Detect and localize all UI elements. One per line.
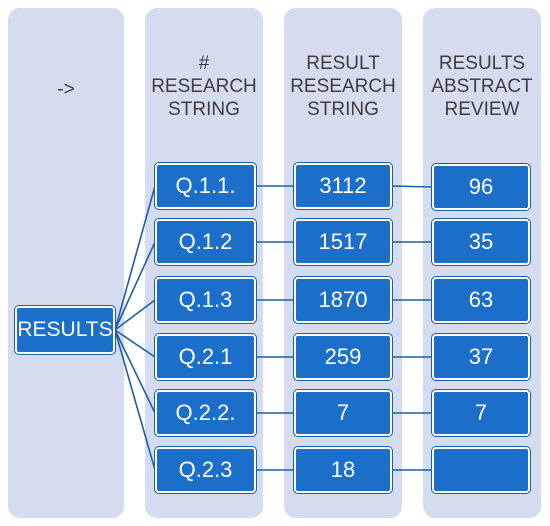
connector-r1-review <box>391 185 433 188</box>
connector-root-q23 <box>114 329 156 471</box>
result-research-string-node: 18 <box>294 447 392 493</box>
results-root-node: RESULTS <box>15 306 115 354</box>
query-node-q22: Q.2.2. <box>155 390 256 436</box>
connector-root-q12 <box>114 241 156 331</box>
connector-root-q22 <box>114 329 156 414</box>
column-results: -> <box>8 8 124 518</box>
abstract-review-node-empty <box>432 447 530 493</box>
abstract-review-node: 96 <box>432 164 530 210</box>
abstract-review-node: 37 <box>432 334 530 380</box>
column-header-results-abstract-review: RESULTS ABSTRACT REVIEW <box>431 53 533 120</box>
query-node-q23: Q.2.3 <box>155 447 256 493</box>
query-node-q12: Q.1.2 <box>155 219 256 265</box>
result-research-string-node: 1517 <box>294 219 392 265</box>
result-research-string-node: 3112 <box>294 163 392 209</box>
query-node-q11: Q.1.1. <box>155 163 256 209</box>
connector-root-q11 <box>114 185 156 331</box>
column-header-result-research-string: RESULT RESEARCH STRING <box>290 53 396 120</box>
result-research-string-node: 259 <box>294 334 392 380</box>
query-node-q13: Q.1.3 <box>155 277 256 323</box>
connector-root-q21 <box>114 329 156 358</box>
abstract-review-node: 7 <box>432 390 530 436</box>
connector-root-q13 <box>114 299 156 331</box>
column-header-research-string: # RESEARCH STRING <box>151 53 257 120</box>
result-research-string-node: 1870 <box>294 277 392 323</box>
result-research-string-node: 7 <box>294 390 392 436</box>
query-node-q21: Q.2.1 <box>155 334 256 380</box>
abstract-review-node: 63 <box>432 277 530 323</box>
abstract-review-node: 35 <box>432 219 530 265</box>
column-header-arrow: -> <box>57 79 75 100</box>
